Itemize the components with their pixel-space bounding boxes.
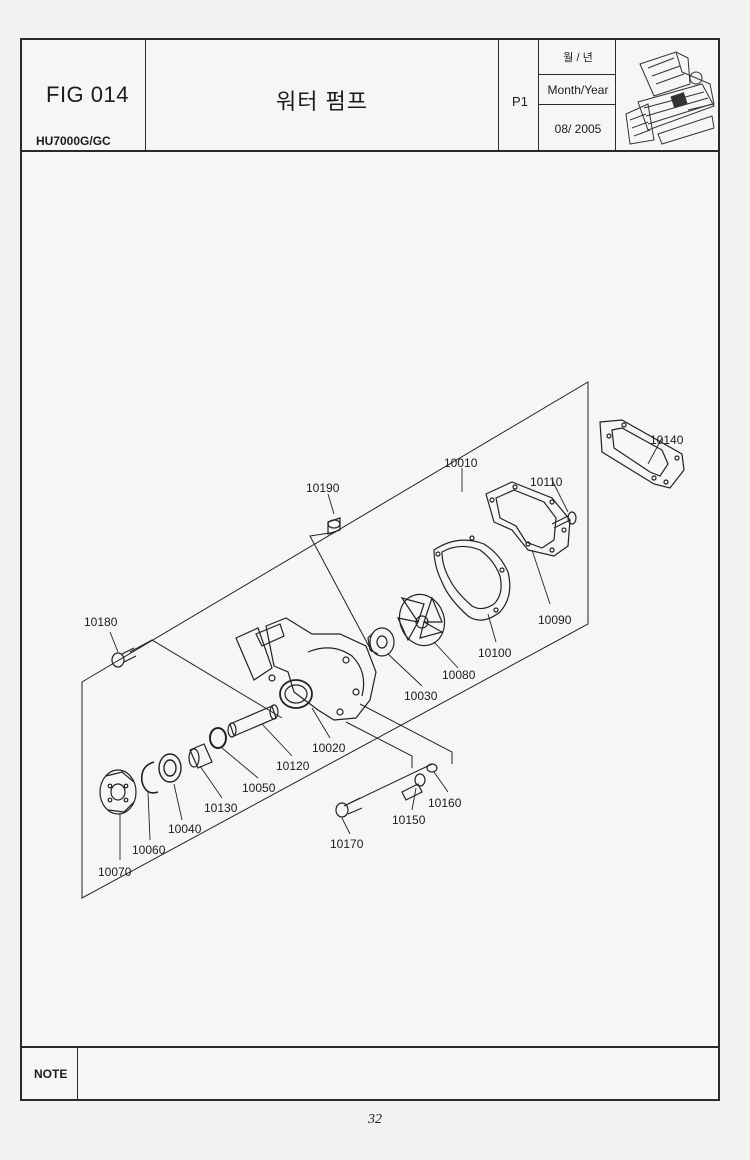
bearing-10040 [158, 753, 182, 783]
header-block: FIG 014 HU7000G/GC 워터 펌프 P1 월 / 년 Month/… [22, 40, 718, 152]
seal-10030 [367, 627, 395, 657]
date-label-english: Month/Year [547, 83, 609, 97]
callout-10170: 10170 [330, 837, 364, 851]
callout-10150: 10150 [392, 813, 426, 827]
pulley-hub-10070 [99, 769, 137, 815]
callout-10040: 10040 [168, 822, 202, 836]
linkage-lines [129, 531, 453, 807]
note-row: NOTE [22, 1046, 718, 1099]
bolt-10170 [335, 797, 363, 818]
callout-10070: 10070 [98, 865, 132, 879]
leader-lines [109, 437, 663, 860]
callout-10010: 10010 [444, 456, 478, 470]
callout-10090: 10090 [538, 613, 572, 627]
impeller-10080 [396, 593, 446, 647]
callout-10060: 10060 [132, 843, 166, 857]
gasket-10100 [433, 535, 511, 621]
crawler-machine-icon [625, 51, 715, 145]
bushing-10130 [188, 743, 213, 769]
exploded-view-drawing: 10010 10190 10110 10140 10180 10090 1010… [81, 381, 685, 899]
note-label: NOTE [34, 1067, 68, 1081]
callout-10180: 10180 [84, 615, 118, 629]
date-value: 08/ 2005 [554, 122, 602, 136]
callout-10020: 10020 [312, 741, 346, 755]
callout-10050: 10050 [242, 781, 276, 795]
figure-label: FIG 014 [46, 82, 129, 107]
date-label-korean: 월 / 년 [563, 52, 593, 64]
callout-10110: 10110 [530, 475, 563, 489]
callout-10140: 10140 [650, 433, 684, 447]
snap-ring-10060 [140, 761, 159, 794]
callout-10120: 10120 [276, 759, 310, 773]
model-code: HU7000G/GC [36, 134, 111, 148]
back-plate-10090 [485, 481, 571, 557]
callout-10190: 10190 [306, 481, 340, 495]
shaft-10120 [227, 704, 279, 738]
bolt-10150 [401, 773, 426, 801]
page-code: P1 [512, 94, 528, 109]
plug-10190 [327, 517, 341, 535]
callout-10130: 10130 [204, 801, 238, 815]
bolt-10180 [111, 647, 137, 668]
assembly-boundary [81, 381, 589, 899]
ring-10050 [209, 727, 227, 749]
page-title: 워터 펌프 [275, 89, 369, 114]
bolt-10110 [551, 511, 577, 529]
gasket-plate-10140 [599, 419, 685, 489]
parts-catalog-sheet: FIG 014 HU7000G/GC 워터 펌프 P1 월 / 년 Month/… [20, 38, 720, 1101]
page-number: 32 [368, 1112, 382, 1127]
callout-10100: 10100 [478, 646, 512, 660]
callout-10080: 10080 [442, 668, 476, 682]
callout-10160: 10160 [428, 796, 462, 810]
pump-body-10020 [235, 617, 377, 721]
callout-10030: 10030 [404, 689, 438, 703]
